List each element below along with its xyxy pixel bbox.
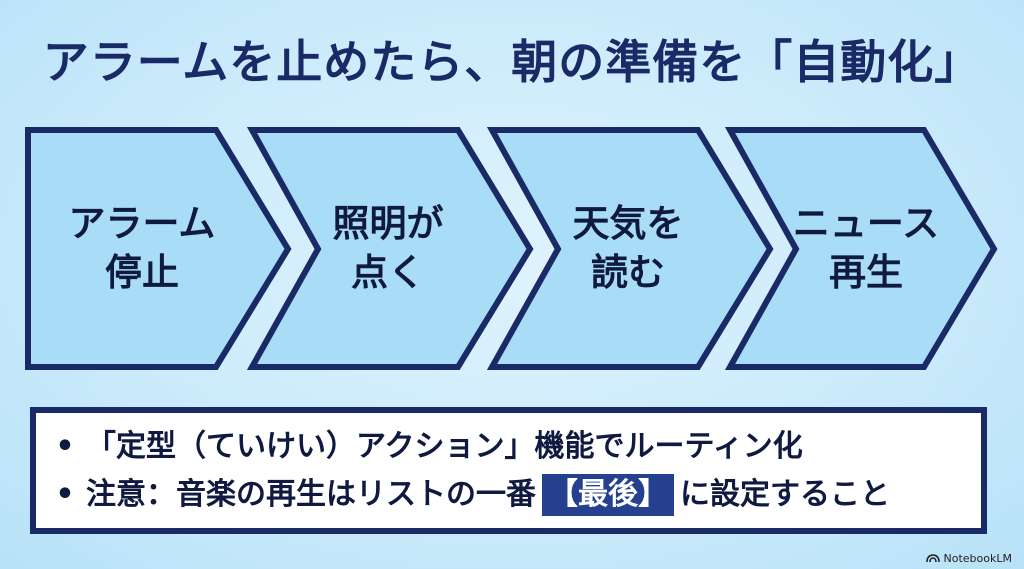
- step-1-line1: アラーム: [68, 202, 216, 245]
- step-arrow-2: [246, 127, 534, 370]
- step-2-line1: 照明が: [332, 202, 444, 245]
- step-1-line2: 停止: [105, 250, 179, 294]
- notebooklm-logo-icon: [925, 554, 940, 563]
- step-4-line2: 再生: [829, 250, 903, 294]
- step-arrow-3: [486, 127, 774, 370]
- note-item-1-text: 「定型（ていけい）アクション」機能でルーティン化: [86, 429, 803, 464]
- note-highlight: 【最後】: [542, 474, 674, 516]
- step-label-1: アラーム 停止: [32, 200, 252, 298]
- page-title: アラームを止めたら、朝の準備を「自動化」: [42, 35, 982, 89]
- notes-box: • 「定型（ていけい）アクション」機能でルーティン化 • 注意：音楽の再生はリス…: [30, 407, 987, 534]
- note-item-2-text-post: に設定すること: [680, 477, 890, 512]
- step-3-line1: 天気を: [572, 202, 684, 245]
- step-label-4: ニュース 再生: [756, 200, 976, 298]
- step-arrow-4: [724, 127, 998, 370]
- step-3-line2: 読む: [591, 250, 665, 294]
- note-item-1: • 「定型（ていけい）アクション」機能でルーティン化: [50, 423, 967, 471]
- footer-brand: NotebookLM: [925, 552, 1012, 565]
- step-label-2: 照明が 点く: [278, 200, 498, 298]
- step-4-line1: ニュース: [792, 202, 940, 245]
- footer-brand-label: NotebookLM: [943, 552, 1012, 565]
- note-item-2: • 注意：音楽の再生はリストの一番 【最後】 に設定すること: [50, 471, 967, 519]
- step-arrow-1: [25, 127, 292, 370]
- step-2-line2: 点く: [351, 250, 425, 294]
- bullet-icon: •: [55, 477, 75, 512]
- step-label-3: 天気を 読む: [518, 200, 738, 298]
- note-item-2-text-pre: 注意：音楽の再生はリストの一番: [86, 477, 536, 512]
- bullet-icon: •: [55, 429, 75, 464]
